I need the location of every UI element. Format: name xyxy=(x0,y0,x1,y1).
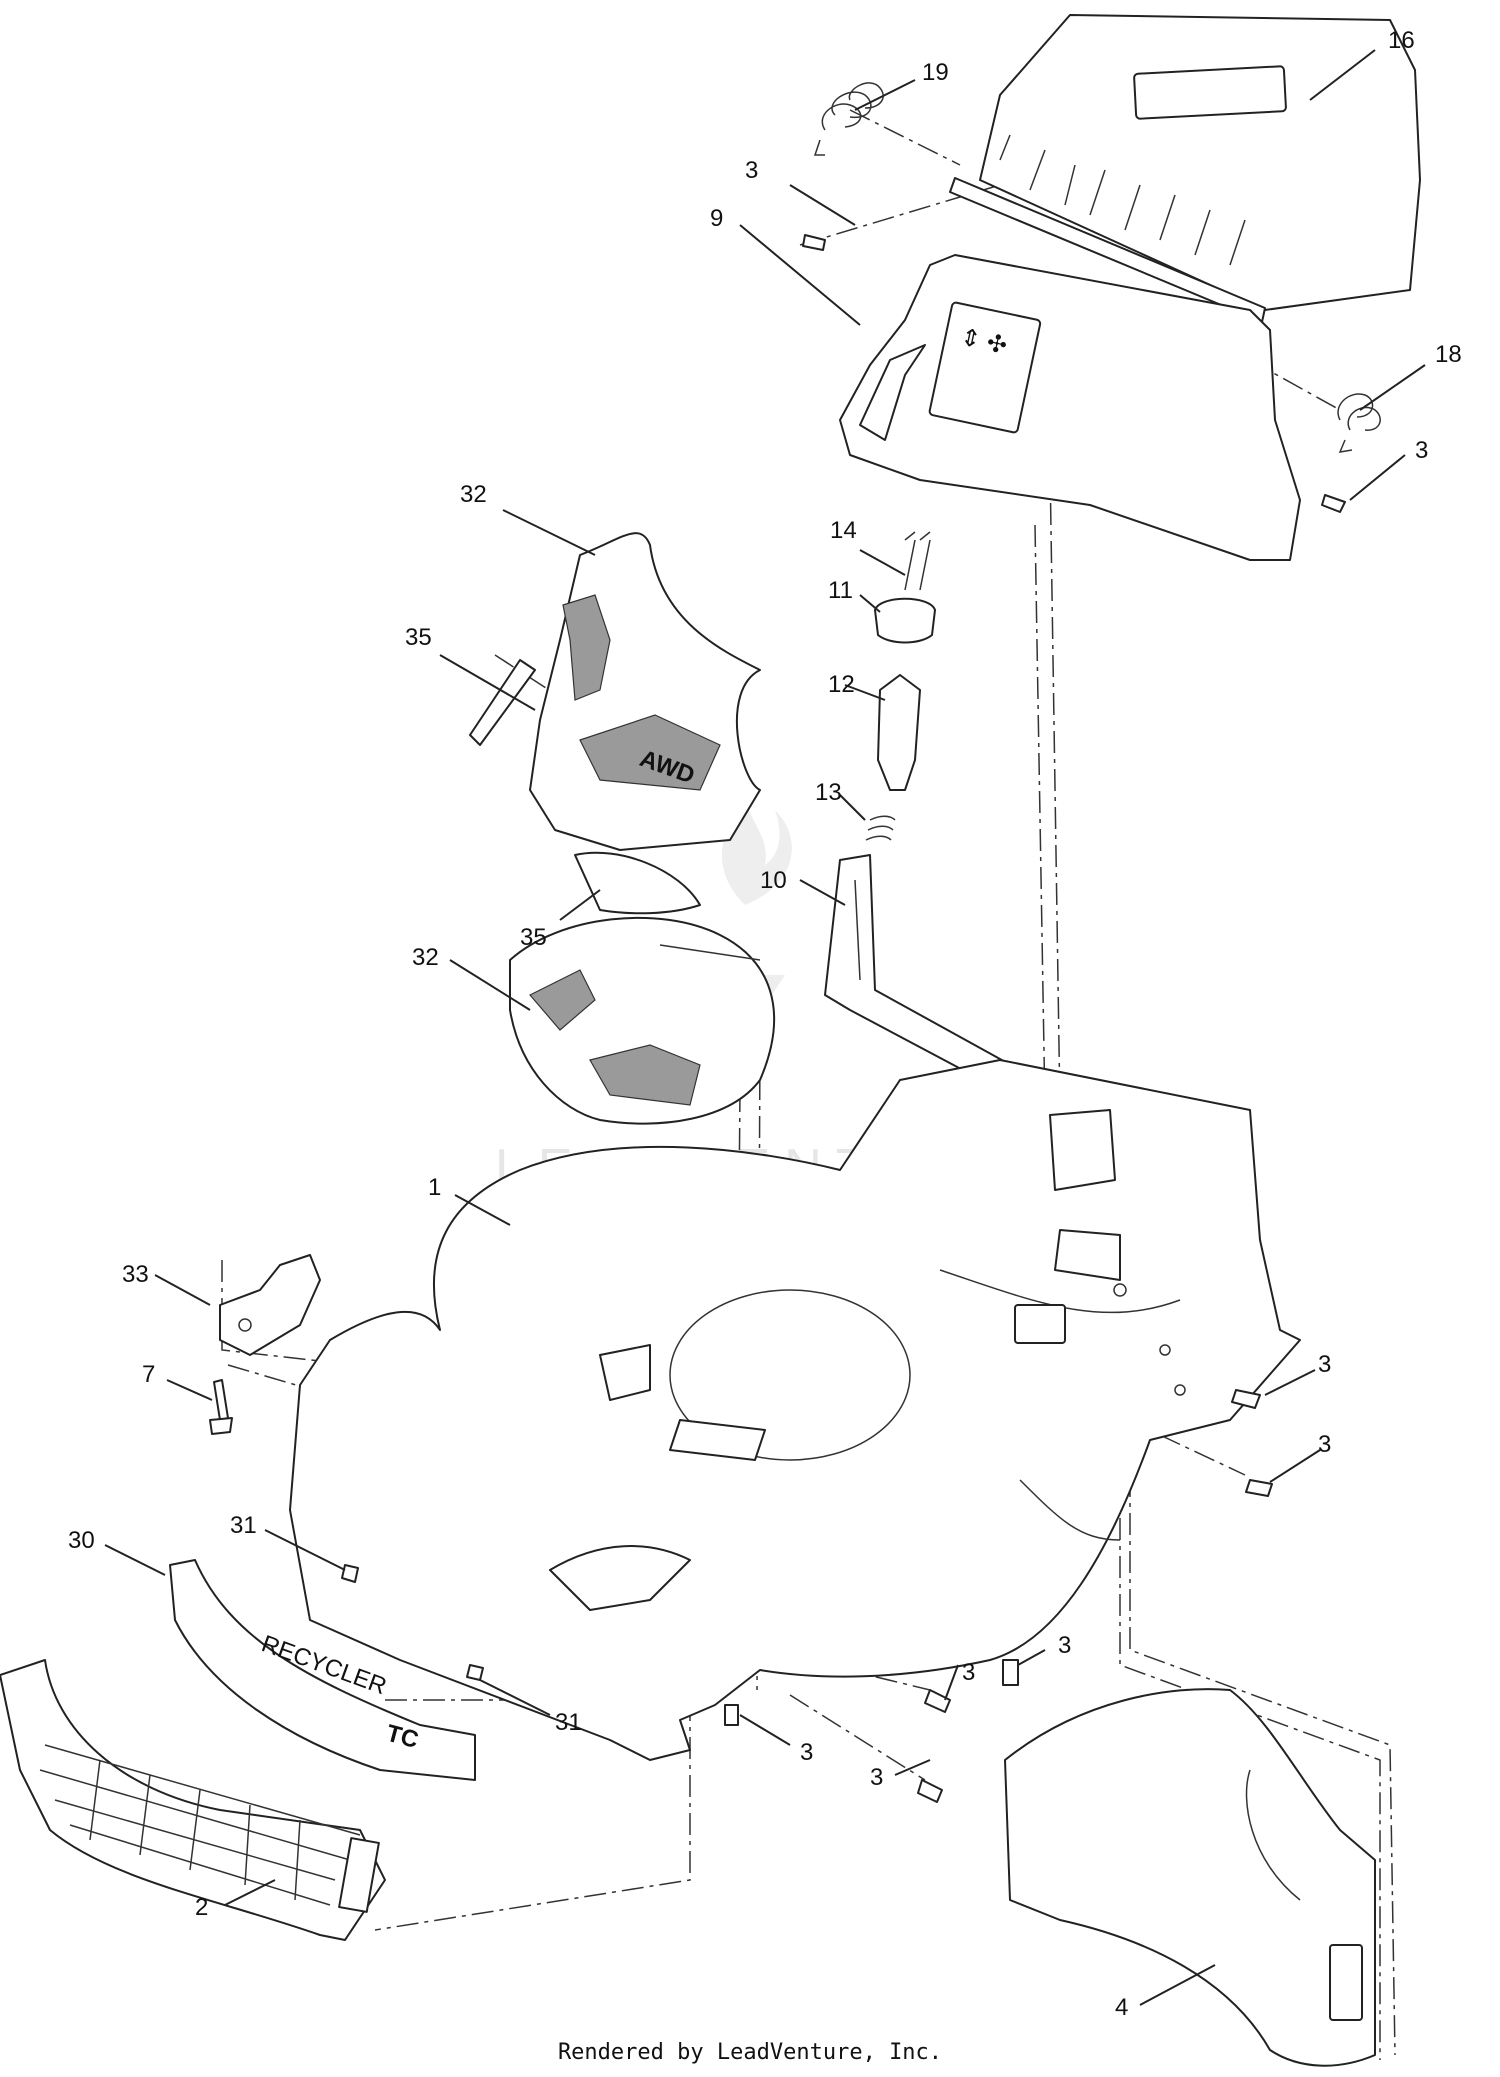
part-1-mower-deck xyxy=(289,1059,1301,1761)
callout-3-deck-right-lower: 3 xyxy=(1318,1431,1331,1458)
callout-12: 12 xyxy=(828,671,855,698)
part-4-side-discharge-chute xyxy=(1004,1688,1376,2067)
height-adjust-assembly xyxy=(865,531,936,841)
callout-19: 19 xyxy=(922,59,949,86)
callout-30: 30 xyxy=(68,1527,95,1554)
callout-labels: 16 19 3 9 18 3 32 14 11 35 12 13 10 35 3… xyxy=(68,27,1462,2021)
callout-16: 16 xyxy=(1388,27,1415,54)
callout-7: 7 xyxy=(142,1361,155,1388)
callout-1: 1 xyxy=(428,1174,441,1201)
part-35-decal-pieces xyxy=(469,659,701,915)
part-9-rear-housing: ⇕ ✣ xyxy=(839,254,1301,561)
callout-31-upper: 31 xyxy=(230,1512,257,1539)
callout-14: 14 xyxy=(830,517,857,544)
callout-13: 13 xyxy=(815,779,842,806)
callout-3-deck-bottom-middle: 3 xyxy=(962,1659,975,1686)
callout-11: 11 xyxy=(828,577,853,604)
callout-4: 4 xyxy=(1115,1994,1128,2021)
callout-3-upper-left: 3 xyxy=(745,157,758,184)
callout-18: 18 xyxy=(1435,341,1462,368)
callout-10: 10 xyxy=(760,867,787,894)
part-2-front-bumper xyxy=(0,1659,386,1941)
footer-credit: Rendered by LeadVenture, Inc. xyxy=(557,2040,943,2065)
callout-32-lower: 32 xyxy=(412,944,439,971)
part-16-rear-flap xyxy=(949,14,1421,323)
bolt-icons xyxy=(802,234,1346,513)
callout-2: 2 xyxy=(195,1894,208,1921)
callout-35-lower: 35 xyxy=(520,924,547,951)
part-32-lower-grille xyxy=(509,916,775,1125)
callout-3-upper-right: 3 xyxy=(1415,437,1428,464)
part-32-top-cover: AWD xyxy=(529,532,761,851)
part-7-bolt xyxy=(209,1379,233,1435)
callout-9: 9 xyxy=(710,205,723,232)
part-19-torsion-spring xyxy=(813,82,884,156)
deck-bolts xyxy=(341,1389,1273,1803)
callout-3-deck-bottom-left: 3 xyxy=(800,1739,813,1766)
callout-32-upper: 32 xyxy=(460,481,487,508)
leader-lines xyxy=(104,49,1426,2006)
callout-3-deck-bottom-right: 3 xyxy=(1058,1632,1071,1659)
callout-3-deck-bottom-lower: 3 xyxy=(870,1764,883,1791)
callout-35-upper: 35 xyxy=(405,624,432,651)
callout-33: 33 xyxy=(122,1261,149,1288)
part-33-bracket xyxy=(219,1254,321,1356)
part-18-torsion-spring xyxy=(1337,393,1381,453)
callout-31-lower: 31 xyxy=(555,1709,582,1736)
callout-3-deck-right-upper: 3 xyxy=(1318,1351,1331,1378)
